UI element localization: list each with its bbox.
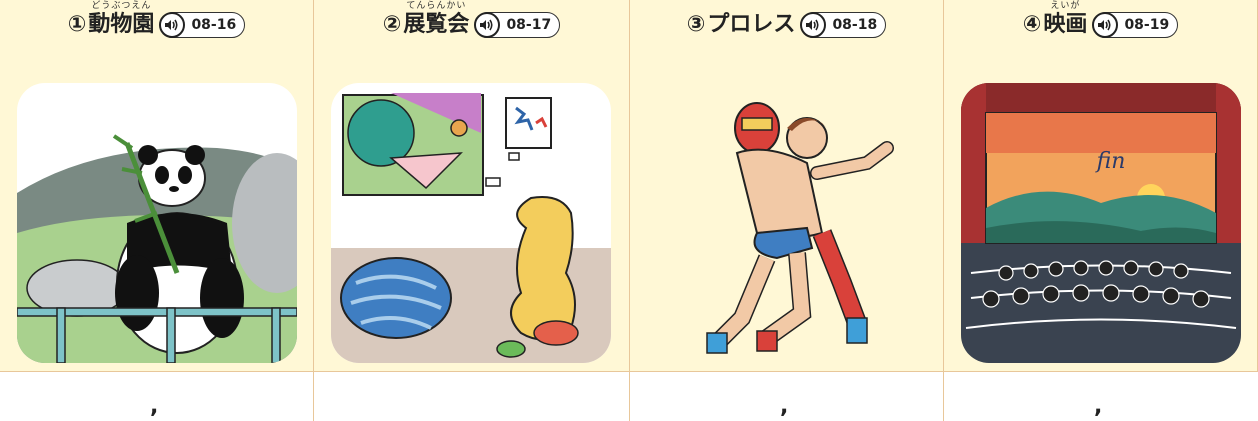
card-header: ② てんらんかい 展覧会 08-17 [314, 2, 629, 38]
vocab-card-zoo: ① どうぶつえん 動物園 08-16 [0, 0, 314, 372]
furigana: どうぶつえん [91, 1, 152, 11]
answer-mark: , [780, 394, 789, 419]
audio-button[interactable]: 08-18 [800, 12, 887, 38]
vocab-card-exhibition: ② てんらんかい 展覧会 08-17 [314, 0, 630, 372]
speaker-icon [474, 12, 501, 38]
vocab-word-text: プロレス [707, 12, 796, 37]
vocab-word: てんらんかい 展覧会 [403, 2, 470, 37]
track-number: 08-16 [191, 17, 237, 33]
answer-cell-2[interactable] [314, 372, 630, 421]
illustration-wrestlers [647, 83, 927, 363]
vocab-word: どうぶつえん 動物園 [88, 2, 155, 37]
answer-cell-4[interactable]: , [944, 372, 1258, 421]
audio-button[interactable]: 08-17 [474, 12, 561, 38]
vocab-word-text: 展覧会 [403, 12, 470, 37]
answer-cell-3[interactable]: , [630, 372, 944, 421]
track-number: 08-17 [506, 17, 552, 33]
track-number: 08-18 [832, 17, 878, 33]
vocab-word-text: 映画 [1043, 12, 1088, 37]
item-number: ④ [1022, 12, 1042, 37]
vocab-word: えいが 映画 [1043, 2, 1088, 37]
track-number: 08-19 [1124, 17, 1170, 33]
speaker-icon [1092, 12, 1119, 38]
answer-cell-1[interactable]: , [0, 372, 314, 421]
card-header: ④ えいが 映画 08-19 [944, 2, 1257, 38]
card-title: ① どうぶつえん 動物園 [67, 2, 155, 37]
illustration-movie-theater: fin [961, 83, 1241, 363]
vocab-card-movie: ④ えいが 映画 08-19 [944, 0, 1258, 372]
illustration-panda-zoo [17, 83, 297, 363]
answer-mark: , [150, 394, 159, 419]
furigana: えいが [1050, 1, 1081, 11]
card-header: ③ プロレス 08-18 [630, 12, 943, 38]
card-header: ① どうぶつえん 動物園 08-16 [0, 2, 313, 38]
item-number: ② [382, 12, 402, 37]
item-number: ① [67, 12, 87, 37]
vocab-word: プロレス [707, 14, 795, 36]
speaker-icon [159, 12, 186, 38]
speaker-icon [800, 12, 827, 38]
illustration-art-exhibition [331, 83, 611, 363]
card-title: ② てんらんかい 展覧会 [382, 2, 470, 37]
audio-button[interactable]: 08-19 [1092, 12, 1179, 38]
audio-button[interactable]: 08-16 [159, 12, 246, 38]
card-title: ③ プロレス [687, 14, 796, 36]
answer-mark: , [1094, 394, 1103, 419]
vocab-card-wrestling: ③ プロレス 08-18 [630, 0, 944, 372]
vocab-word-text: 動物園 [88, 12, 155, 37]
card-title: ④ えいが 映画 [1022, 2, 1088, 37]
item-number: ③ [686, 12, 706, 37]
screen-text: fin [1095, 149, 1126, 174]
furigana: てんらんかい [406, 1, 467, 11]
